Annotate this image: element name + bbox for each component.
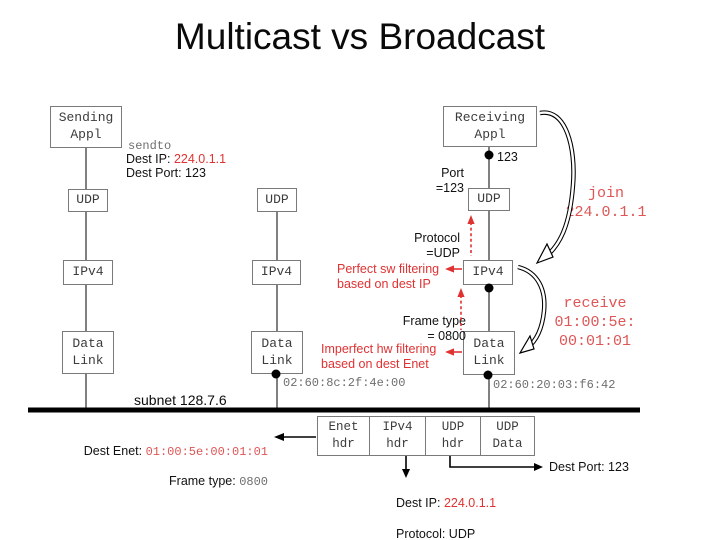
sendto-label: sendto [128,139,172,153]
receiving-ipv4-box: IPv4 [463,260,513,285]
sending-datalink-box: Data Link [62,331,114,374]
dest-enet-value: 01:00:5e:00:01:01 [145,444,268,459]
frame-type-eq-label: Frame type = 0800 [402,314,466,343]
frame-type-line: Frame type: 0800 [60,474,268,490]
middle-datalink-box: Data Link [251,331,303,374]
perfect-filtering-note: Perfect sw filtering based on dest IP [337,262,440,291]
imperfect-filtering-note: Imperfect hw filtering based on dest Ene… [321,342,437,371]
page-title: Multicast vs Broadcast [174,16,546,57]
packet-cell-enet-hdr: Enet hdr [317,416,370,456]
frame-type-value: 0800 [239,474,268,489]
receive-curve-arrow [517,264,547,354]
dest-enet-label: Dest Enet: [83,443,146,458]
frame-type-label: Frame type: [169,473,240,488]
sending-ipv4-box: IPv4 [63,260,113,285]
join-annotation: join 224.0.1.1 [565,185,647,221]
receiving-udp-box: UDP [468,188,510,211]
app-port-dot-label: 123 [497,150,518,164]
packet-ip-block: Dest IP: 224.0.1.1 Protocol: UDP [396,480,496,540]
receiving-mac-address: 02:60:20:03:f6:42 [493,378,616,392]
receiving-datalink-box: Data Link [463,331,515,375]
packet-dest-ip-label: Dest IP: [396,495,444,510]
send-dest-ip-label: Dest IP: [126,152,174,166]
middle-udp-box: UDP [257,188,297,212]
packet-cell-ipv4-hdr: IPv4 hdr [369,416,426,456]
packet-dest-ip-line: Dest IP: 224.0.1.1 [396,496,496,512]
app-port-dot [484,150,494,160]
sending-udp-box: UDP [68,189,108,212]
protocol-eq-label: Protocol =UDP [414,231,460,260]
send-dest-ip-value: 224.0.1.1 [173,152,227,166]
sending-appl-box: Sending Appl [50,106,122,148]
packet-protocol-label: Protocol: UDP [396,526,476,540]
receiving-appl-box: Receiving Appl [443,106,537,147]
packet-layout: Enet hdr IPv4 hdr UDP hdr UDP Data [317,416,535,456]
dest-enet-line: Dest Enet: 01:00:5e:00:01:01 [60,444,268,460]
middle-ipv4-box: IPv4 [252,260,301,285]
packet-cell-udp-hdr: UDP hdr [425,416,481,456]
send-dest-ip-line: Dest IP: 224.0.1.1 [126,152,226,167]
packet-dest-ip-value: 224.0.1.1 [443,495,497,510]
dest-enet-block: Dest Enet: 01:00:5e:00:01:01 Frame type:… [60,429,268,504]
receive-annotation: receive 01:00:5e: 00:01:01 [554,295,636,350]
middle-mac-address: 02:60:8c:2f:4e:00 [283,376,406,390]
send-dest-port-label: Dest Port: 123 [126,166,206,180]
subnet-label: subnet 128.7.6 [134,392,227,408]
packet-dest-port-label: Dest Port: 123 [549,460,629,474]
packet-cell-udp-data: UDP Data [480,416,535,456]
port-eq-label: Port =123 [435,166,464,195]
